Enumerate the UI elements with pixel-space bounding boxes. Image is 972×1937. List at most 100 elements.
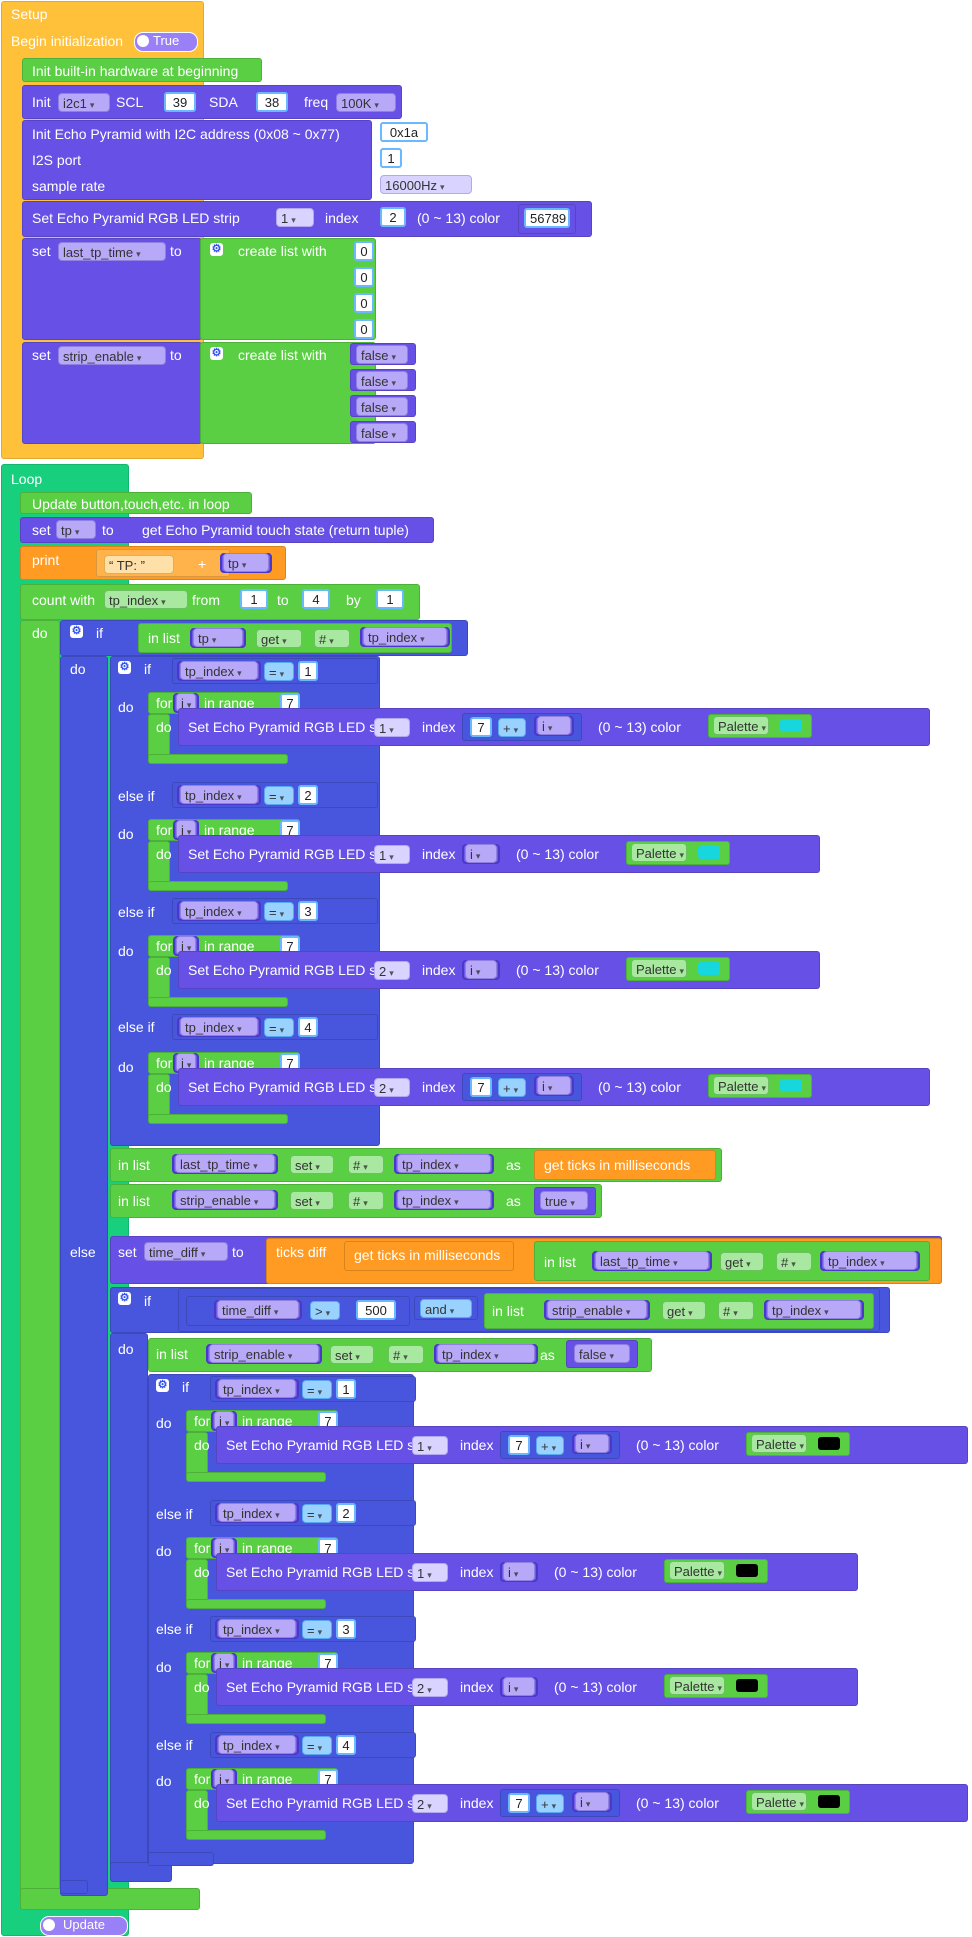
strip-dropdown[interactable]: 1▾ [374,845,410,864]
variable-dropdown[interactable]: tp_index▾ [823,1251,917,1270]
number-field[interactable]: 4 [336,1735,356,1755]
text-field[interactable]: “ TP: ” [104,555,174,574]
mode-dropdown[interactable]: get▾ [662,1301,706,1320]
variable-dropdown[interactable]: i▾ [214,1538,234,1557]
variable-dropdown[interactable]: tp▾ [193,628,243,647]
for-footer[interactable] [148,881,288,891]
strip-dropdown[interactable]: 1▾ [412,1563,448,1582]
bool-dropdown[interactable]: false▾ [356,423,408,442]
variable-dropdown[interactable]: last_tp_time▾ [175,1154,275,1173]
address-field[interactable]: 0x1a [380,122,428,142]
operator-dropdown[interactable]: =▾ [302,1620,332,1639]
create-list-block[interactable] [200,238,376,340]
variable-dropdown[interactable]: last_tp_time▾ [58,242,166,261]
variable-dropdown[interactable]: i▾ [465,844,497,863]
variable-dropdown[interactable]: i▾ [575,1434,609,1453]
variable-dropdown[interactable]: time_diff▾ [144,1242,228,1261]
color-swatch[interactable] [780,1079,802,1092]
gear-icon[interactable]: ⚙ [70,625,83,638]
number-field[interactable]: 1 [336,1379,356,1399]
variable-dropdown[interactable]: last_tp_time▾ [595,1251,709,1270]
scl-field[interactable]: 39 [164,92,196,112]
bool-dropdown[interactable]: false▾ [356,371,408,390]
number-field[interactable]: 1 [240,589,268,609]
sample-rate-dropdown[interactable]: 16000Hz▾ [380,175,472,194]
color-swatch[interactable] [736,1564,758,1577]
mode-dropdown[interactable]: set▾ [290,1155,334,1174]
variable-dropdown[interactable]: tp_index▾ [180,901,258,920]
i2s-field[interactable]: 1 [380,148,402,168]
variable-dropdown[interactable]: tp_index▾ [437,1344,535,1363]
variable-dropdown[interactable]: strip_enable▾ [209,1344,319,1363]
update-block[interactable] [20,492,252,514]
if-arm[interactable] [110,1333,148,1881]
gear-icon[interactable]: ⚙ [210,243,223,256]
variable-dropdown[interactable]: tp▾ [223,553,269,572]
update-toggle[interactable]: Update [40,1916,128,1936]
for-footer[interactable] [186,1472,326,1482]
where-dropdown[interactable]: #▾ [718,1301,754,1320]
variable-dropdown[interactable]: tp_index▾ [218,1379,296,1398]
if-else-arm[interactable] [60,656,108,1896]
operator-dropdown[interactable]: +▾ [536,1794,564,1813]
variable-dropdown[interactable]: tp_index▾ [397,1190,491,1209]
strip-dropdown[interactable]: 2▾ [374,1078,410,1097]
number-field[interactable]: 1 [298,661,318,681]
ticks-block[interactable] [534,1150,716,1180]
variable-dropdown[interactable]: tp_index▾ [218,1503,296,1522]
strip-dropdown[interactable]: 2▾ [374,961,410,980]
mode-dropdown[interactable]: get▾ [720,1252,764,1271]
strip-dropdown[interactable]: 2▾ [412,1794,448,1813]
mode-dropdown[interactable]: set▾ [290,1191,334,1210]
number-field[interactable]: 0 [354,293,374,313]
bool-dropdown[interactable]: false▾ [356,397,408,416]
variable-dropdown[interactable]: tp_index▾ [180,661,258,680]
operator-dropdown[interactable]: >▾ [310,1301,340,1320]
color-swatch[interactable] [818,1437,840,1450]
variable-dropdown[interactable]: i▾ [176,693,196,712]
index-field[interactable]: 2 [380,207,406,227]
mode-dropdown[interactable]: set▾ [330,1345,374,1364]
operator-dropdown[interactable]: +▾ [498,1078,526,1097]
operator-dropdown[interactable]: =▾ [302,1736,332,1755]
variable-dropdown[interactable]: tp_index▾ [363,627,447,646]
ticks-block[interactable] [344,1241,514,1271]
number-field[interactable]: 0 [354,319,374,339]
init-pyramid-block[interactable] [22,120,372,200]
number-field[interactable]: 7 [508,1435,530,1455]
palette-dropdown[interactable]: Palette▾ [713,716,769,735]
for-footer[interactable] [148,997,288,1007]
where-dropdown[interactable]: #▾ [348,1155,384,1174]
palette-dropdown[interactable]: Palette▾ [751,1434,807,1453]
gear-icon[interactable]: ⚙ [118,661,131,674]
variable-dropdown[interactable]: i▾ [503,1677,535,1696]
for-footer[interactable] [186,1599,326,1609]
variable-dropdown[interactable]: tp_index▾ [218,1735,296,1754]
for-footer[interactable] [148,1114,288,1124]
number-field[interactable]: 3 [336,1619,356,1639]
gear-icon[interactable]: ⚙ [118,1292,131,1305]
color-swatch[interactable] [818,1795,840,1808]
variable-dropdown[interactable]: tp_index▾ [180,1017,258,1036]
variable-dropdown[interactable]: time_diff▾ [217,1300,299,1319]
i2c-bus-dropdown[interactable]: i2c1▾ [58,93,110,112]
operator-dropdown[interactable]: =▾ [264,902,294,921]
palette-dropdown[interactable]: Palette▾ [631,843,687,862]
number-field[interactable]: 7 [470,1077,492,1097]
number-field[interactable]: 4 [302,589,330,609]
color-swatch[interactable] [698,846,720,859]
variable-dropdown[interactable]: tp_index▾ [104,590,188,609]
operator-dropdown[interactable]: +▾ [536,1436,564,1455]
number-field[interactable]: 2 [336,1503,356,1523]
color-swatch[interactable] [780,719,802,732]
if-footer[interactable] [148,1852,214,1866]
where-dropdown[interactable]: #▾ [314,629,350,648]
palette-dropdown[interactable]: Palette▾ [751,1792,807,1811]
strip-dropdown[interactable]: 1▾ [412,1436,448,1455]
variable-dropdown[interactable]: tp_index▾ [218,1619,296,1638]
where-dropdown[interactable]: #▾ [388,1345,424,1364]
gear-icon[interactable]: ⚙ [156,1379,169,1392]
variable-dropdown[interactable]: i▾ [575,1792,609,1811]
variable-dropdown[interactable]: i▾ [465,960,497,979]
variable-dropdown[interactable]: i▾ [176,1053,196,1072]
